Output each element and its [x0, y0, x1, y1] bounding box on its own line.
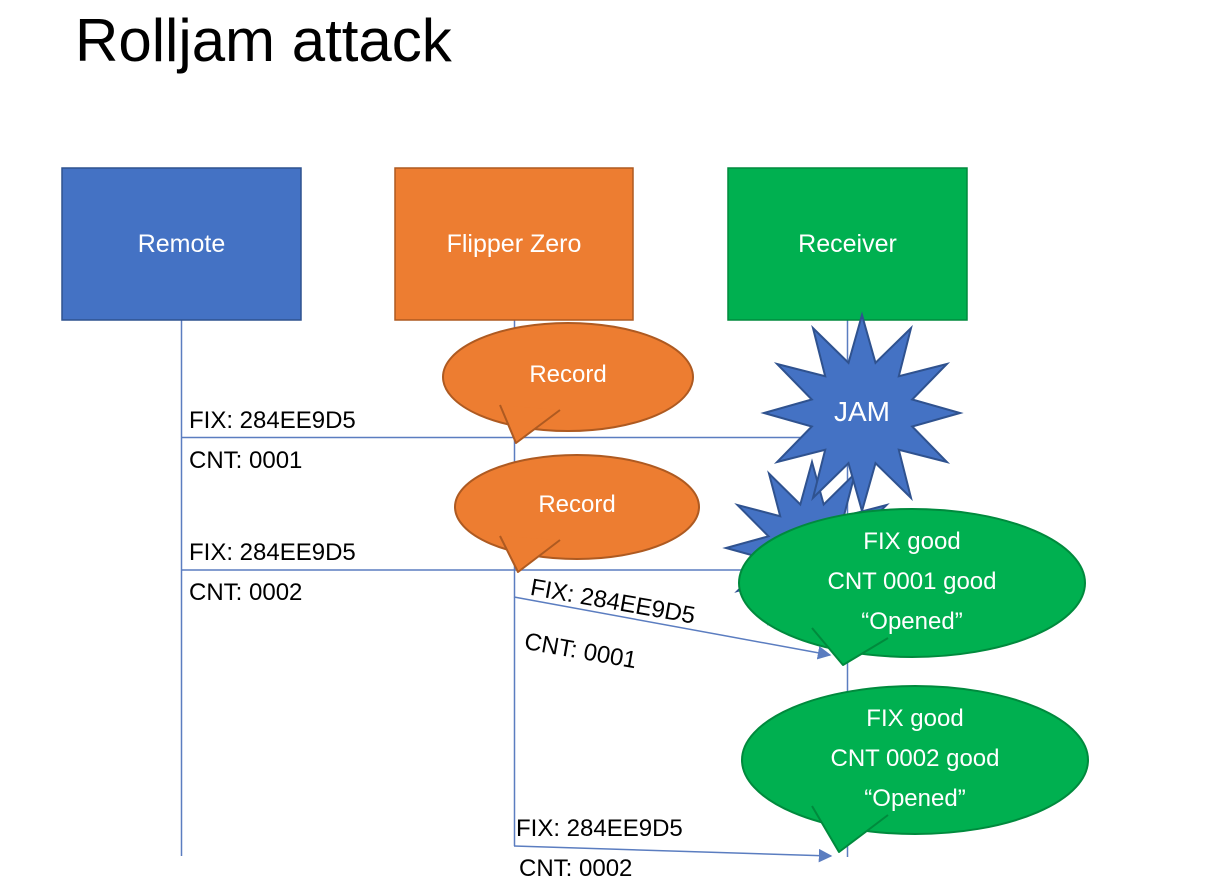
jam-label: JAM: [834, 396, 890, 427]
receiver-bubble-2-line2: CNT 0002 good: [830, 745, 1000, 772]
record-bubble-1: [442, 322, 694, 432]
message-2-fix: FIX: 284EE9D5: [189, 539, 356, 566]
receiver-bubble-2-tail: [811, 805, 889, 853]
record-bubble-1-tail: [499, 404, 561, 444]
receiver-bubble-1-line2: CNT 0001 good: [827, 568, 997, 595]
receiver-bubble-2-line3: “Opened”: [864, 785, 966, 812]
message-2-cnt: CNT: 0002: [189, 579, 303, 606]
record-bubble-2-label: Record: [538, 491, 616, 518]
record-bubble-2: [454, 454, 700, 560]
message-1-fix: FIX: 284EE9D5: [189, 407, 356, 434]
record-bubble-2-tail: [499, 535, 561, 573]
message-4-cnt: CNT: 0002: [519, 855, 633, 882]
receiver-bubble-2-text: FIX good CNT 0002 good “Opened”: [765, 699, 1065, 819]
receiver-bubble-2: [741, 685, 1089, 835]
receiver-bubble-1-line3: “Opened”: [861, 608, 963, 635]
record-bubble-1-label: Record: [529, 361, 607, 388]
flipper-zero-box: [394, 167, 634, 321]
jam-starburst-1: [760, 311, 964, 515]
actor-label-remote: Remote: [137, 229, 226, 258]
receiver-bubble-2-line1: FIX good: [866, 705, 964, 732]
receiver-bubble-1-line1: FIX good: [863, 528, 961, 555]
receiver-bubble-1: [738, 508, 1086, 658]
actor-label-flipper-zero: Flipper Zero: [446, 229, 582, 258]
receiver-bubble-1-tail: [811, 627, 889, 666]
receiver-box: [727, 167, 968, 321]
receiver-bubble-1-text: FIX good CNT 0001 good “Opened”: [762, 522, 1062, 642]
message-1-cnt: CNT: 0001: [189, 447, 303, 474]
remote-box: [61, 167, 302, 321]
message-4-fix: FIX: 284EE9D5: [516, 815, 683, 842]
replay-arrow-2: [513, 845, 833, 863]
replay-arrow-1: [513, 596, 832, 660]
slide-title: Rolljam attack: [75, 7, 452, 74]
actor-label-receiver: Receiver: [798, 229, 897, 258]
